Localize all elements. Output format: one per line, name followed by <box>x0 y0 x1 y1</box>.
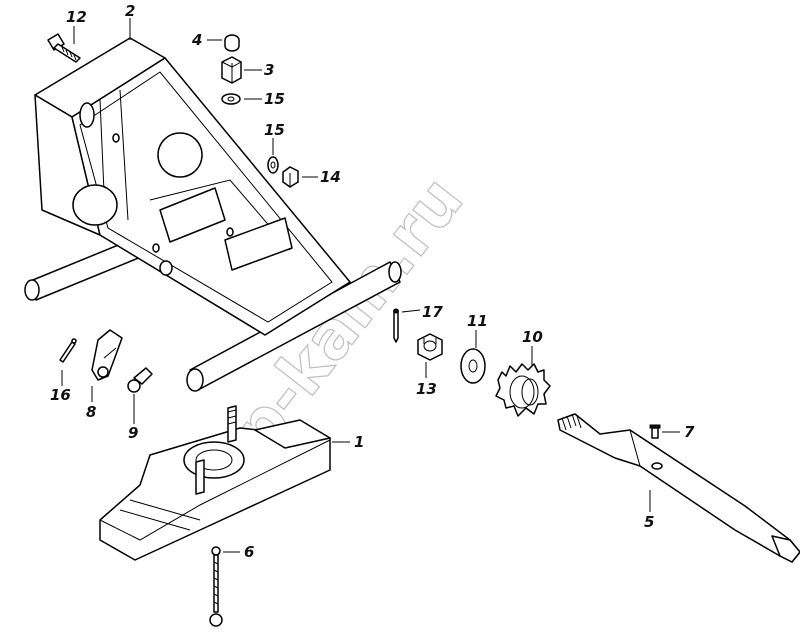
callout-13: 14 <box>320 168 341 186</box>
part-cotter-pin <box>59 338 77 363</box>
part-small-pin <box>649 424 661 439</box>
callout-15-upper: 15 <box>264 90 285 108</box>
callout-12: 12 <box>66 8 87 26</box>
part-clip <box>91 329 123 381</box>
callout-1: 1 <box>354 433 364 451</box>
callout-9: 9 <box>128 424 138 442</box>
callout-7: 7 <box>684 423 695 441</box>
part-castle-nut <box>417 333 443 361</box>
part-washer-lower <box>267 156 279 174</box>
callout-15-lower: 15 <box>264 121 285 139</box>
leader-lines <box>61 18 680 553</box>
part-washer-large <box>460 348 486 384</box>
part-spring-clip <box>127 367 153 393</box>
part-shaft <box>557 413 800 563</box>
part-bolt <box>47 33 81 63</box>
callout-4: 4 <box>191 31 202 49</box>
callout-5: 5 <box>644 513 654 531</box>
part-cap <box>224 34 240 52</box>
callout-10: 10 <box>522 328 543 346</box>
part-frame-bracket <box>24 37 402 392</box>
callout-11: 11 <box>467 312 488 330</box>
part-nut <box>221 56 242 84</box>
callout-3: 3 <box>264 61 274 79</box>
part-washer-upper <box>221 93 241 105</box>
part-pin <box>393 308 399 343</box>
callout-6: 6 <box>244 543 254 561</box>
callout-17: 17 <box>422 303 443 321</box>
part-base-housing <box>99 405 331 561</box>
callout-8: 8 <box>86 403 96 421</box>
callout-16: 16 <box>50 386 71 404</box>
callouts: 12 2 4 3 15 15 14 17 11 10 13 16 8 9 1 7… <box>50 2 695 561</box>
part-rod-ball <box>209 546 223 627</box>
part-nut-small <box>282 166 299 188</box>
callout-14: 13 <box>416 380 437 398</box>
part-gear <box>495 363 551 417</box>
callout-2: 2 <box>125 2 135 20</box>
